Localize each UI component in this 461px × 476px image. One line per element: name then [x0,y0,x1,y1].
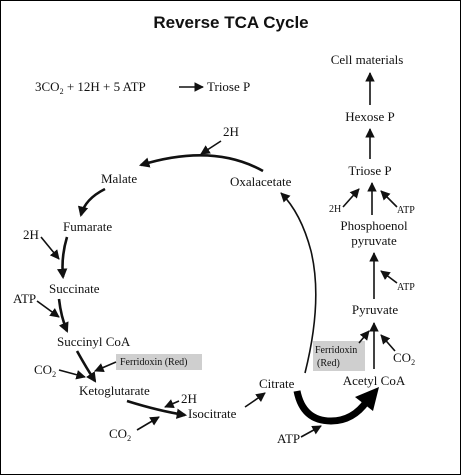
arrow-atp-succinate [36,300,60,318]
arrow-oxalacetate-malate [139,154,264,173]
co2-input-isocitrate: CO2 [109,426,131,443]
pyruvate-label: Pyruvate [352,302,398,317]
ferredoxin-path-label-1: Ferridoxin [315,345,357,356]
phosphoenol-label-1: Phosphoenol [340,218,408,233]
ferredoxin-path-box [313,341,365,371]
h2-input-fumarate: 2H [23,227,39,242]
arrowhead-citrate-acetylcoa [355,387,379,411]
arrow-ketoglutarate-isocitrate [126,399,188,419]
arrow-h2-isocitrate [164,399,180,409]
arrow-h2-triose [342,188,360,208]
citrate-label: Citrate [259,376,295,391]
succinyl-coa-label: Succinyl CoA [57,334,131,349]
arrow-h2-top [200,140,222,155]
oxalacetate-label: Oxalacetate [230,174,292,189]
arrow-h2-fumarate [40,236,60,260]
equation-product: Triose P [207,79,250,94]
malate-label: Malate [101,171,137,186]
hexose-p-label: Hexose P [345,109,394,124]
arrow-succinate-succinylcoa [57,298,69,333]
h2-input-top: 2H [223,124,239,139]
co2-input-pyruvate: CO2 [393,350,415,367]
diagram-title: Reverse TCA Cycle [153,13,308,32]
atp-input-triose: ATP [397,205,415,216]
arrow-co2-isocitrate [136,416,160,431]
arrow-atp-triose [380,190,398,208]
ferredoxin-cycle-label: Ferridoxin (Red) [120,357,188,368]
arrow-atp-pyruvate [380,270,398,284]
equation-reactants: 3CO2 + 12H + 5 ATP [35,79,146,96]
arrow-succinylcoa-ketoglutarate [75,350,97,383]
succinate-label: Succinate [49,281,100,296]
arrow-fumarate-succinate [56,236,69,280]
arrow-co2-ketoglutarate [58,369,86,380]
h2-input-triose: 2H [329,204,341,215]
ketoglutarate-label: Ketoglutarate [79,383,150,398]
atp-input-pyruvate: ATP [397,282,415,293]
atp-input-succinate: ATP [13,291,36,306]
arrow-ferredoxin-cycle [94,361,117,373]
arrow-malate-fumarate [77,187,106,218]
arrow-citrate-acetylcoa [293,390,370,425]
triose-p-label: Triose P [348,163,391,178]
arrow-ferredoxin-path [358,330,370,344]
fumarate-label: Fumarate [63,219,112,234]
co2-input-ketoglutarate: CO2 [34,362,56,379]
ferredoxin-path-label-2: (Red) [317,358,340,369]
isocitrate-label: Isocitrate [188,406,237,421]
h2-input-isocitrate: 2H [181,391,197,406]
ferredoxin-cycle-box [116,354,202,370]
arrow-co2-pyruvate [380,334,396,352]
cell-materials-label: Cell materials [331,52,404,67]
overall-equation: 3CO2 + 12H + 5 ATP Triose P [35,79,250,96]
arrow-citrate-oxalacetate [280,192,317,374]
arrow-isocitrate-citrate [244,392,266,408]
acetyl-coa-label: Acetyl CoA [343,373,406,388]
phosphoenol-label-2: pyruvate [351,233,397,248]
arrow-atp-citrate [300,425,322,438]
atp-input-citrate: ATP [277,431,300,446]
